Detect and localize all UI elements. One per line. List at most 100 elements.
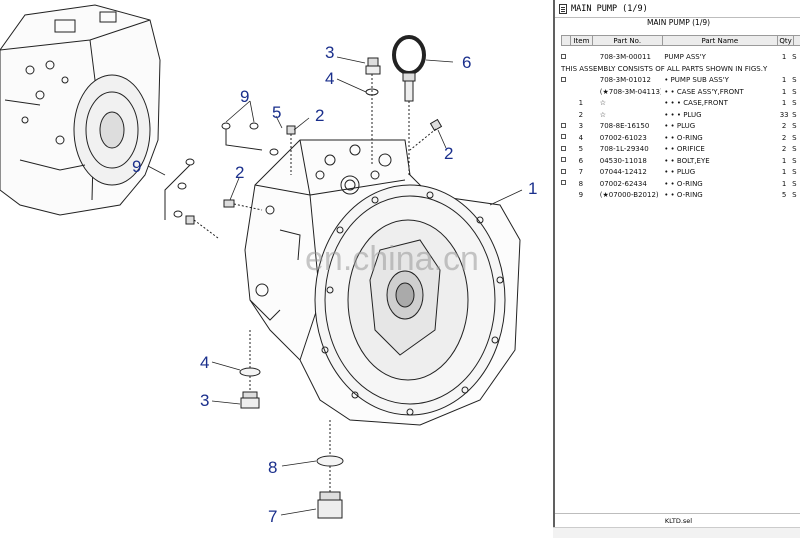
- row-qty: 1: [781, 87, 787, 96]
- row-checkbox-cell: [561, 98, 570, 110]
- o-ring-parts: [164, 122, 279, 239]
- document-icon: [559, 4, 567, 14]
- row-flag: S: [792, 133, 797, 142]
- row-part-no: ☆: [599, 99, 607, 107]
- header-part-name[interactable]: Part Name: [661, 35, 778, 46]
- row-item: 4: [578, 133, 584, 142]
- header-extra-col: [793, 35, 800, 46]
- row-item: 1: [578, 99, 584, 107]
- row-item: 2: [578, 110, 584, 119]
- callout-3-top: 3: [325, 43, 334, 62]
- row-part-name: • • ORIFICE: [664, 145, 705, 153]
- row-item: 3: [578, 122, 584, 130]
- row-part-no: 708-1L-29340: [599, 145, 649, 153]
- row-flag: S: [792, 156, 797, 165]
- callout-5: 5: [272, 103, 281, 122]
- main-pump-casing: [244, 139, 521, 426]
- row-flag: S: [792, 122, 797, 130]
- row-item: [570, 75, 592, 87]
- row-qty: 5: [781, 191, 787, 199]
- watermark: en.china.cn: [305, 240, 479, 278]
- row-qty: 1: [781, 156, 787, 165]
- callout-6: 6: [462, 53, 471, 72]
- row-qty: 2: [781, 145, 787, 153]
- callout-2-right: 2: [444, 144, 453, 163]
- header-item[interactable]: Item: [569, 35, 592, 46]
- row-note: THIS ASSEMBLY CONSISTS OF ALL PARTS SHOW…: [561, 64, 768, 73]
- row-part-name: • • CASE ASS'Y,FRONT: [664, 87, 744, 96]
- row-qty: 1: [781, 99, 787, 107]
- leader-lines: [147, 56, 523, 516]
- row-part-no: 07002-61023: [599, 133, 647, 142]
- callout-8: 8: [268, 458, 277, 477]
- callout-9-left: 9: [132, 157, 141, 176]
- row-flag: S: [792, 87, 797, 96]
- checkbox-icon[interactable]: [561, 122, 566, 128]
- callout-4-bottom: 4: [200, 353, 209, 372]
- row-qty: 1: [781, 179, 787, 188]
- checkbox-icon[interactable]: [561, 168, 566, 174]
- row-part-name: PUMP ASS'Y: [664, 53, 706, 61]
- row-item: 7: [578, 168, 584, 176]
- row-checkbox-cell: [561, 87, 570, 99]
- horizontal-scrollbar[interactable]: [553, 527, 800, 538]
- row-checkbox-cell: [561, 75, 570, 87]
- row-checkbox-cell: [561, 144, 570, 156]
- row-part-name: • • PLUG: [664, 122, 696, 130]
- row-part-name: • PUMP SUB ASS'Y: [664, 76, 729, 84]
- secondary-pump-view: [0, 4, 161, 216]
- row-part-name: • • O-RING: [664, 179, 703, 188]
- row-item: 8: [578, 179, 584, 188]
- checkbox-icon[interactable]: [561, 134, 566, 139]
- row-checkbox-cell: [561, 156, 570, 168]
- row-checkbox-cell: [561, 110, 570, 122]
- checkbox-icon[interactable]: [561, 157, 566, 162]
- checkbox-icon[interactable]: [561, 53, 566, 59]
- checkbox-icon[interactable]: [561, 145, 566, 151]
- callout-3-bottom: 3: [200, 391, 209, 410]
- row-flag: S: [792, 53, 797, 61]
- row-checkbox-cell: [561, 179, 570, 191]
- row-item: 6: [578, 156, 584, 165]
- header-checkbox-col: [561, 35, 570, 46]
- row-qty: 1: [781, 168, 787, 176]
- table-row[interactable]: THIS ASSEMBLY CONSISTS OF ALL PARTS SHOW…: [561, 64, 800, 76]
- checkbox-icon[interactable]: [561, 180, 566, 185]
- row-part-no: 07044-12412: [599, 168, 647, 176]
- title-divider: [555, 17, 800, 18]
- callout-7: 7: [268, 507, 277, 526]
- row-part-name: • • BOLT,EYE: [664, 156, 710, 165]
- row-qty: 33: [779, 110, 789, 119]
- header-part-no[interactable]: Part No.: [591, 35, 662, 46]
- row-part-no: 07002-62434: [599, 179, 647, 188]
- row-part-no: 04530-11018: [599, 156, 647, 165]
- header-qty[interactable]: Qty: [777, 35, 794, 46]
- row-part-name: • • PLUG: [664, 168, 696, 176]
- row-qty: 1: [781, 76, 787, 84]
- status-bar: KLTD.sel: [555, 513, 800, 528]
- row-part-no: ☆: [599, 110, 607, 119]
- callout-9-top: 9: [240, 87, 249, 106]
- row-checkbox-cell: [561, 190, 570, 202]
- row-qty: 2: [781, 133, 787, 142]
- checkbox-icon[interactable]: [561, 76, 566, 82]
- callout-2-left: 2: [235, 163, 244, 182]
- row-item: [570, 87, 592, 99]
- row-part-no: (★07000-B2012): [599, 191, 659, 199]
- row-flag: S: [792, 168, 797, 176]
- row-part-name: • • O-RING: [664, 191, 703, 199]
- row-part-no: (★708-3M-04113): [599, 87, 662, 96]
